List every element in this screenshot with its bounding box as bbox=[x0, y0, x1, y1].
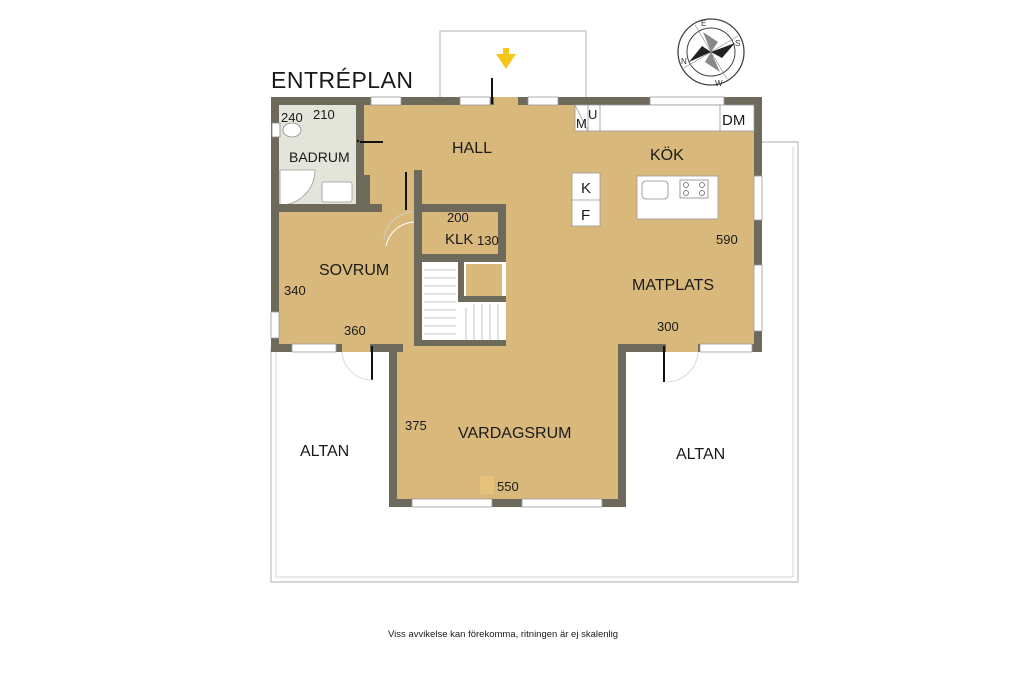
entrance-arrow-stem bbox=[503, 48, 509, 56]
altan-outline bbox=[270, 141, 799, 583]
stair-wall-2 bbox=[464, 296, 506, 302]
entrance-arrow-icon bbox=[496, 54, 516, 69]
room-label-klk: KLK bbox=[445, 231, 473, 248]
dim-klk-height: 130 bbox=[477, 233, 499, 248]
compass-n: N bbox=[681, 57, 687, 66]
toilet-tank-icon bbox=[271, 122, 281, 138]
klk-wall-right bbox=[498, 204, 506, 260]
dim-sovrum-height: 340 bbox=[284, 283, 306, 298]
label-ugn: U bbox=[588, 107, 597, 122]
room-label-vardagsrum: VARDAGSRUM bbox=[458, 425, 572, 442]
sovrum-door-arc bbox=[383, 211, 415, 241]
toilet-icon bbox=[282, 122, 302, 138]
badrum-wall-right bbox=[356, 105, 364, 207]
klk-wall-bottom bbox=[422, 254, 506, 262]
sovrum-wall-right bbox=[414, 170, 422, 346]
plan-title: ENTRÉPLAN bbox=[271, 67, 414, 93]
stair-steps-icon bbox=[424, 269, 499, 342]
sink-icon bbox=[641, 180, 669, 200]
room-label-kok: KÖK bbox=[650, 146, 684, 164]
label-microwave: M bbox=[576, 116, 587, 131]
dim-vardagsrum-width: 550 bbox=[497, 479, 519, 494]
kitchen-counter bbox=[574, 104, 755, 132]
stair-wall-bottom bbox=[422, 340, 506, 346]
washbasin-icon bbox=[321, 181, 353, 203]
label-diskmaskin: DM bbox=[722, 112, 745, 129]
dim-kok-height: 590 bbox=[716, 232, 738, 247]
interior-floor bbox=[279, 105, 754, 499]
room-label-altan-left: ALTAN bbox=[300, 443, 349, 460]
sovrum-wall-top bbox=[279, 204, 382, 212]
cooktop-icon bbox=[679, 179, 709, 199]
dim-klk-width: 200 bbox=[447, 210, 469, 225]
label-frys: F bbox=[581, 207, 590, 224]
room-label-matplats: MATPLATS bbox=[632, 277, 714, 294]
stair-wall bbox=[458, 262, 464, 302]
room-label-hall: HALL bbox=[452, 140, 492, 157]
dim-badrum-width: 210 bbox=[313, 107, 335, 122]
room-label-sovrum: SOVRUM bbox=[319, 262, 389, 279]
fridge-freezer-unit bbox=[571, 172, 601, 227]
label-kyl: K bbox=[581, 180, 591, 197]
dim-sovrum-width: 360 bbox=[344, 323, 366, 338]
dim-matplats-width: 300 bbox=[657, 319, 679, 334]
dim-badrum-height: 240 bbox=[281, 110, 303, 125]
windows bbox=[270, 96, 763, 508]
compass-w: W bbox=[715, 79, 723, 88]
compass-e: E bbox=[701, 19, 706, 28]
compass-icon: N E S W bbox=[677, 18, 745, 88]
klk-door-arc bbox=[385, 221, 415, 247]
klk-wall-top bbox=[422, 204, 504, 212]
room-label-altan-right: ALTAN bbox=[676, 446, 725, 463]
entrance-opening bbox=[494, 97, 518, 105]
compass-s: S bbox=[735, 39, 740, 48]
hall-wall-stub bbox=[364, 175, 370, 210]
fireplace-icon bbox=[480, 476, 494, 494]
stair-landing bbox=[466, 264, 502, 296]
room-label-badrum: BADRUM bbox=[289, 149, 350, 165]
dim-vardagsrum-height: 375 bbox=[405, 418, 427, 433]
entrance-porch bbox=[439, 30, 587, 99]
footer-note: Viss avvikelse kan förekomma, ritningen … bbox=[388, 629, 618, 640]
